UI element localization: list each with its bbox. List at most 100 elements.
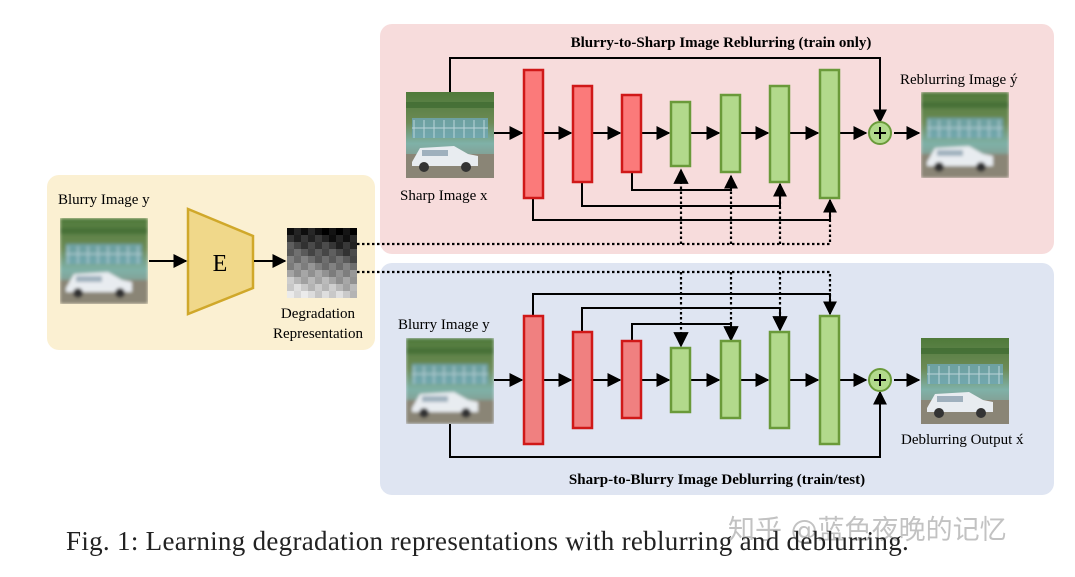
encoder-conv-block-3: [620, 93, 643, 174]
mosaic-cell: [287, 284, 294, 291]
encoder-blurry-image: [60, 218, 148, 304]
mosaic-cell: [343, 270, 350, 277]
encoder-conv-block-2: [571, 84, 594, 184]
mosaic-cell: [336, 291, 343, 298]
representation-label-line2: Representation: [273, 326, 363, 342]
encoder-conv-block-1: [522, 68, 545, 200]
mosaic-cell: [343, 291, 350, 298]
decoder-conv-block-2: [719, 339, 742, 420]
mosaic-cell: [329, 270, 336, 277]
mosaic-cell: [343, 256, 350, 263]
mosaic-cell: [301, 256, 308, 263]
decoder-conv-block-3: [768, 330, 791, 430]
mosaic-cell: [350, 235, 357, 242]
mosaic-cell: [315, 242, 322, 249]
mosaic-cell: [308, 270, 315, 277]
mosaic-cell: [329, 235, 336, 242]
mosaic-cell: [287, 228, 294, 235]
mosaic-cell: [301, 291, 308, 298]
mosaic-cell: [294, 284, 301, 291]
decoder-conv-block-4: [818, 314, 841, 446]
mosaic-cell: [287, 291, 294, 298]
mosaic-cell: [343, 263, 350, 270]
mosaic-cell: [322, 277, 329, 284]
mosaic-cell: [294, 270, 301, 277]
decoder-conv-block-1: [669, 100, 692, 168]
mosaic-cell: [322, 263, 329, 270]
mosaic-cell: [350, 242, 357, 249]
mosaic-cell: [343, 235, 350, 242]
mosaic-cell: [329, 263, 336, 270]
mosaic-cell: [350, 284, 357, 291]
mosaic-cell: [322, 249, 329, 256]
mosaic-cell: [294, 235, 301, 242]
mosaic-cell: [329, 277, 336, 284]
mosaic-cell: [350, 256, 357, 263]
mosaic-cell: [308, 235, 315, 242]
mosaic-cell: [350, 270, 357, 277]
mosaic-cell: [294, 249, 301, 256]
mosaic-cell: [322, 291, 329, 298]
encoder-letter: E: [213, 251, 228, 277]
mosaic-cell: [343, 284, 350, 291]
figure-caption: Fig. 1: Learning degradation representat…: [66, 526, 910, 556]
representation-label-line1: Degradation: [281, 306, 356, 322]
mosaic-cell: [315, 277, 322, 284]
mosaic-cell: [308, 263, 315, 270]
mosaic-cell: [322, 284, 329, 291]
mosaic-cell: [315, 270, 322, 277]
mosaic-cell: [336, 270, 343, 277]
mosaic-cell: [350, 277, 357, 284]
mosaic-cell: [301, 277, 308, 284]
encoder-conv-block-3: [620, 339, 643, 420]
deblurring-panel-title: Sharp-to-Blurry Image Deblurring (train/…: [569, 472, 865, 488]
mosaic-cell: [350, 291, 357, 298]
mosaic-cell: [315, 263, 322, 270]
mosaic-cell: [329, 291, 336, 298]
reblurred-image: [921, 92, 1009, 178]
deblurred-output-image: [921, 338, 1009, 424]
mosaic-cell: [322, 235, 329, 242]
mosaic-cell: [294, 291, 301, 298]
mosaic-cell: [336, 249, 343, 256]
mosaic-cell: [329, 284, 336, 291]
mosaic-cell: [294, 256, 301, 263]
encoder-conv-block-2: [571, 330, 594, 430]
decoder-conv-block-4: [818, 68, 841, 200]
reblurring-network: [449, 57, 921, 221]
mosaic-cell: [322, 228, 329, 235]
deblurred-output-label: Deblurring Output x́: [901, 432, 1024, 448]
mosaic-cell: [329, 256, 336, 263]
mosaic-cell: [336, 228, 343, 235]
mosaic-cell: [287, 270, 294, 277]
mosaic-cell: [287, 256, 294, 263]
mosaic-cell: [350, 249, 357, 256]
mosaic-cell: [336, 263, 343, 270]
sharp-image-label: Sharp Image x: [400, 188, 488, 204]
mosaic-cell: [315, 228, 322, 235]
mosaic-cell: [336, 256, 343, 263]
mosaic-cell: [287, 235, 294, 242]
mosaic-cell: [322, 242, 329, 249]
mosaic-cell: [336, 242, 343, 249]
encoder-conv-block-1: [522, 314, 545, 446]
blurry-image-y: [406, 338, 494, 424]
mosaic-cell: [294, 263, 301, 270]
mosaic-cell: [287, 242, 294, 249]
mosaic-cell: [315, 291, 322, 298]
mosaic-cell: [343, 277, 350, 284]
mosaic-cell: [301, 263, 308, 270]
mosaic-cell: [315, 284, 322, 291]
watermark: 知乎 @蓝色夜晚的记忆: [728, 515, 1007, 546]
mosaic-cell: [301, 270, 308, 277]
mosaic-cell: [308, 291, 315, 298]
mosaic-cell: [322, 256, 329, 263]
mosaic-cell: [287, 249, 294, 256]
mosaic-cell: [294, 277, 301, 284]
encoder-input-label: Blurry Image y: [58, 192, 150, 208]
mosaic-cell: [308, 242, 315, 249]
mosaic-cell: [301, 235, 308, 242]
decoder-conv-block-2: [719, 93, 742, 174]
blurry-image-label: Blurry Image y: [398, 317, 490, 333]
